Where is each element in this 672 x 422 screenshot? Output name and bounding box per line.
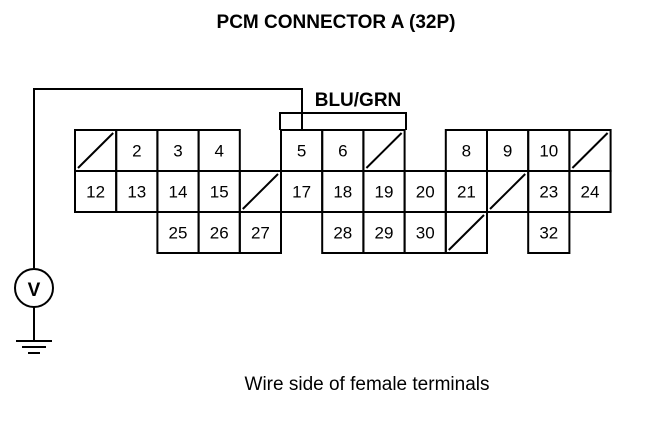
wire-color-label: BLU/GRN xyxy=(315,90,402,111)
terminal-9: 9 xyxy=(486,129,530,172)
terminal-4: 4 xyxy=(197,129,241,172)
terminal-17: 17 xyxy=(280,170,324,213)
blank-terminal xyxy=(74,129,118,172)
terminal-number: 18 xyxy=(333,183,352,202)
blank-terminal xyxy=(444,211,488,254)
diagram-title: PCM CONNECTOR A (32P) xyxy=(217,12,456,33)
terminal-number: 17 xyxy=(292,183,311,202)
terminal-number: 6 xyxy=(338,142,347,161)
terminal-3: 3 xyxy=(156,129,200,172)
terminal-number: 4 xyxy=(214,142,223,161)
terminal-number: 3 xyxy=(173,142,182,161)
blank-terminal xyxy=(486,170,530,213)
blank-terminal xyxy=(568,129,612,172)
terminal-28: 28 xyxy=(321,211,365,254)
terminal-number: 21 xyxy=(457,183,476,202)
terminal-number: 12 xyxy=(86,183,105,202)
wire-color-callout: BLU/GRN xyxy=(279,90,407,130)
terminal-number: 2 xyxy=(132,142,141,161)
terminal-27: 27 xyxy=(238,211,283,254)
terminal-number: 26 xyxy=(210,224,229,243)
terminal-number: 29 xyxy=(375,224,394,243)
terminal-21: 21 xyxy=(444,170,488,213)
terminal-number: 5 xyxy=(297,142,306,161)
terminal-25: 25 xyxy=(156,211,200,254)
terminal-15: 15 xyxy=(197,170,241,213)
terminal-number: 25 xyxy=(169,224,188,243)
terminal-19: 19 xyxy=(362,170,406,213)
terminal-8: 8 xyxy=(444,129,488,172)
terminal-2: 2 xyxy=(115,129,159,172)
terminal-32: 32 xyxy=(527,211,571,254)
terminal-29: 29 xyxy=(362,211,406,254)
terminal-14: 14 xyxy=(156,170,200,213)
terminal-number: 9 xyxy=(503,142,512,161)
terminal-number: 32 xyxy=(539,224,558,243)
terminal-number: 27 xyxy=(251,224,270,243)
unused-terminal-slash xyxy=(448,214,485,251)
terminal-cavity xyxy=(238,211,283,254)
terminal-number: 14 xyxy=(169,183,188,202)
terminal-23: 23 xyxy=(527,170,571,213)
unused-terminal-slash xyxy=(365,132,403,169)
unused-terminal-slash xyxy=(242,173,279,210)
terminal-number: 19 xyxy=(375,183,394,202)
terminal-cavity xyxy=(527,211,571,254)
blank-terminal xyxy=(238,170,283,213)
terminal-26: 26 xyxy=(197,211,241,254)
terminal-13: 13 xyxy=(115,170,159,213)
ground-icon xyxy=(16,340,52,354)
terminal-number: 8 xyxy=(462,142,471,161)
terminal-6: 6 xyxy=(321,129,365,172)
terminal-number: 13 xyxy=(127,183,146,202)
terminal-number: 15 xyxy=(210,183,229,202)
terminal-number: 10 xyxy=(539,142,558,161)
voltmeter-lead: V xyxy=(14,88,303,354)
terminal-cavity xyxy=(568,170,612,213)
caption: Wire side of female terminals xyxy=(245,374,490,395)
wire-color-bracket xyxy=(279,112,407,130)
terminal-5: 5 xyxy=(280,129,324,172)
terminal-12: 12 xyxy=(74,170,118,213)
test-lead-wire xyxy=(33,88,303,268)
terminal-number: 23 xyxy=(539,183,558,202)
terminal-number: 30 xyxy=(416,224,435,243)
terminal-30: 30 xyxy=(403,211,447,254)
terminal-number: 28 xyxy=(333,224,352,243)
terminal-18: 18 xyxy=(321,170,365,213)
blank-terminal xyxy=(362,129,406,172)
terminal-24: 24 xyxy=(568,170,612,213)
unused-terminal-slash xyxy=(571,132,609,169)
terminal-number: 20 xyxy=(416,183,435,202)
unused-terminal-slash xyxy=(77,132,114,169)
terminal-cavity xyxy=(444,211,488,254)
unused-terminal-slash xyxy=(489,173,526,210)
terminal-20: 20 xyxy=(403,170,447,213)
terminal-10: 10 xyxy=(527,129,571,172)
voltmeter-symbol: V xyxy=(28,280,41,301)
terminal-number: 24 xyxy=(581,183,600,202)
